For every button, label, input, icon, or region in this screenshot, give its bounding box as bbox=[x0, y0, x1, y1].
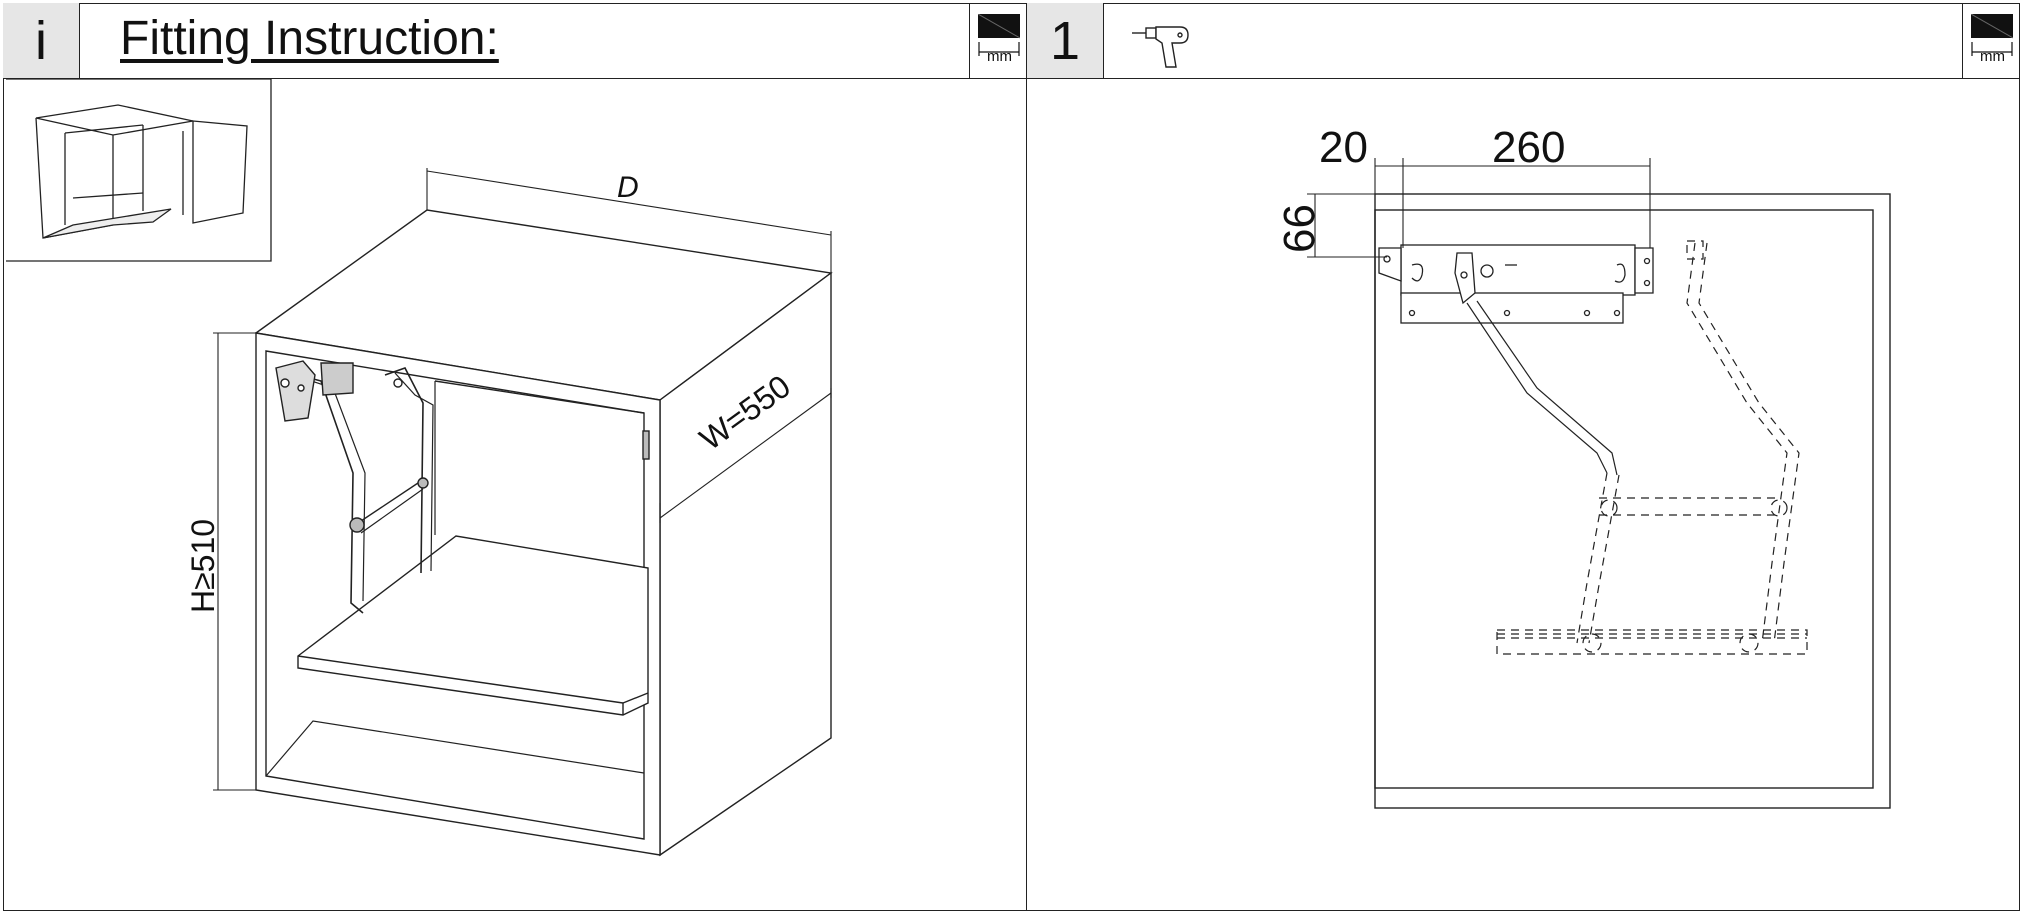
mounting-position-drawing bbox=[1307, 158, 1891, 809]
step-1-panel: 1 mm bbox=[1027, 3, 2020, 913]
offset-y-label: 66 bbox=[1275, 204, 1324, 253]
lift-arm-solid bbox=[1466, 300, 1618, 476]
cabinet-isometric-drawing bbox=[6, 78, 833, 857]
info-badge: i bbox=[3, 3, 80, 78]
cabinet-side-panel bbox=[1374, 193, 1891, 809]
unit-mm-icon: mm bbox=[1962, 3, 2020, 78]
unit-mm-icon: mm bbox=[969, 3, 1027, 78]
page-frame bbox=[3, 3, 2020, 911]
unit-label: mm bbox=[1980, 48, 2005, 65]
lift-arm-dashed bbox=[1496, 240, 1808, 655]
cabinet-thumbnail bbox=[6, 78, 272, 262]
dimension-lines bbox=[213, 168, 832, 791]
panel-divider bbox=[1026, 3, 1027, 911]
step-number: 1 bbox=[1027, 3, 1104, 78]
panel-header: 1 mm bbox=[1027, 3, 2020, 79]
drill-icon bbox=[1132, 26, 1189, 68]
cabinet-body bbox=[254, 209, 833, 857]
panel-header: i Fitting Instruction: mm bbox=[3, 3, 1027, 79]
offset-x-label: 20 bbox=[1319, 123, 1368, 172]
dimension-lines bbox=[1307, 158, 1651, 258]
height-label: H≥510 bbox=[185, 518, 221, 613]
fitting-instruction-panel: i Fitting Instruction: mm bbox=[3, 3, 1027, 913]
unit-label: mm bbox=[987, 48, 1012, 65]
span-x-label: 260 bbox=[1492, 123, 1566, 172]
mounting-bracket bbox=[1378, 244, 1654, 324]
page-title: Fitting Instruction: bbox=[120, 12, 499, 65]
depth-label: D bbox=[617, 171, 639, 204]
